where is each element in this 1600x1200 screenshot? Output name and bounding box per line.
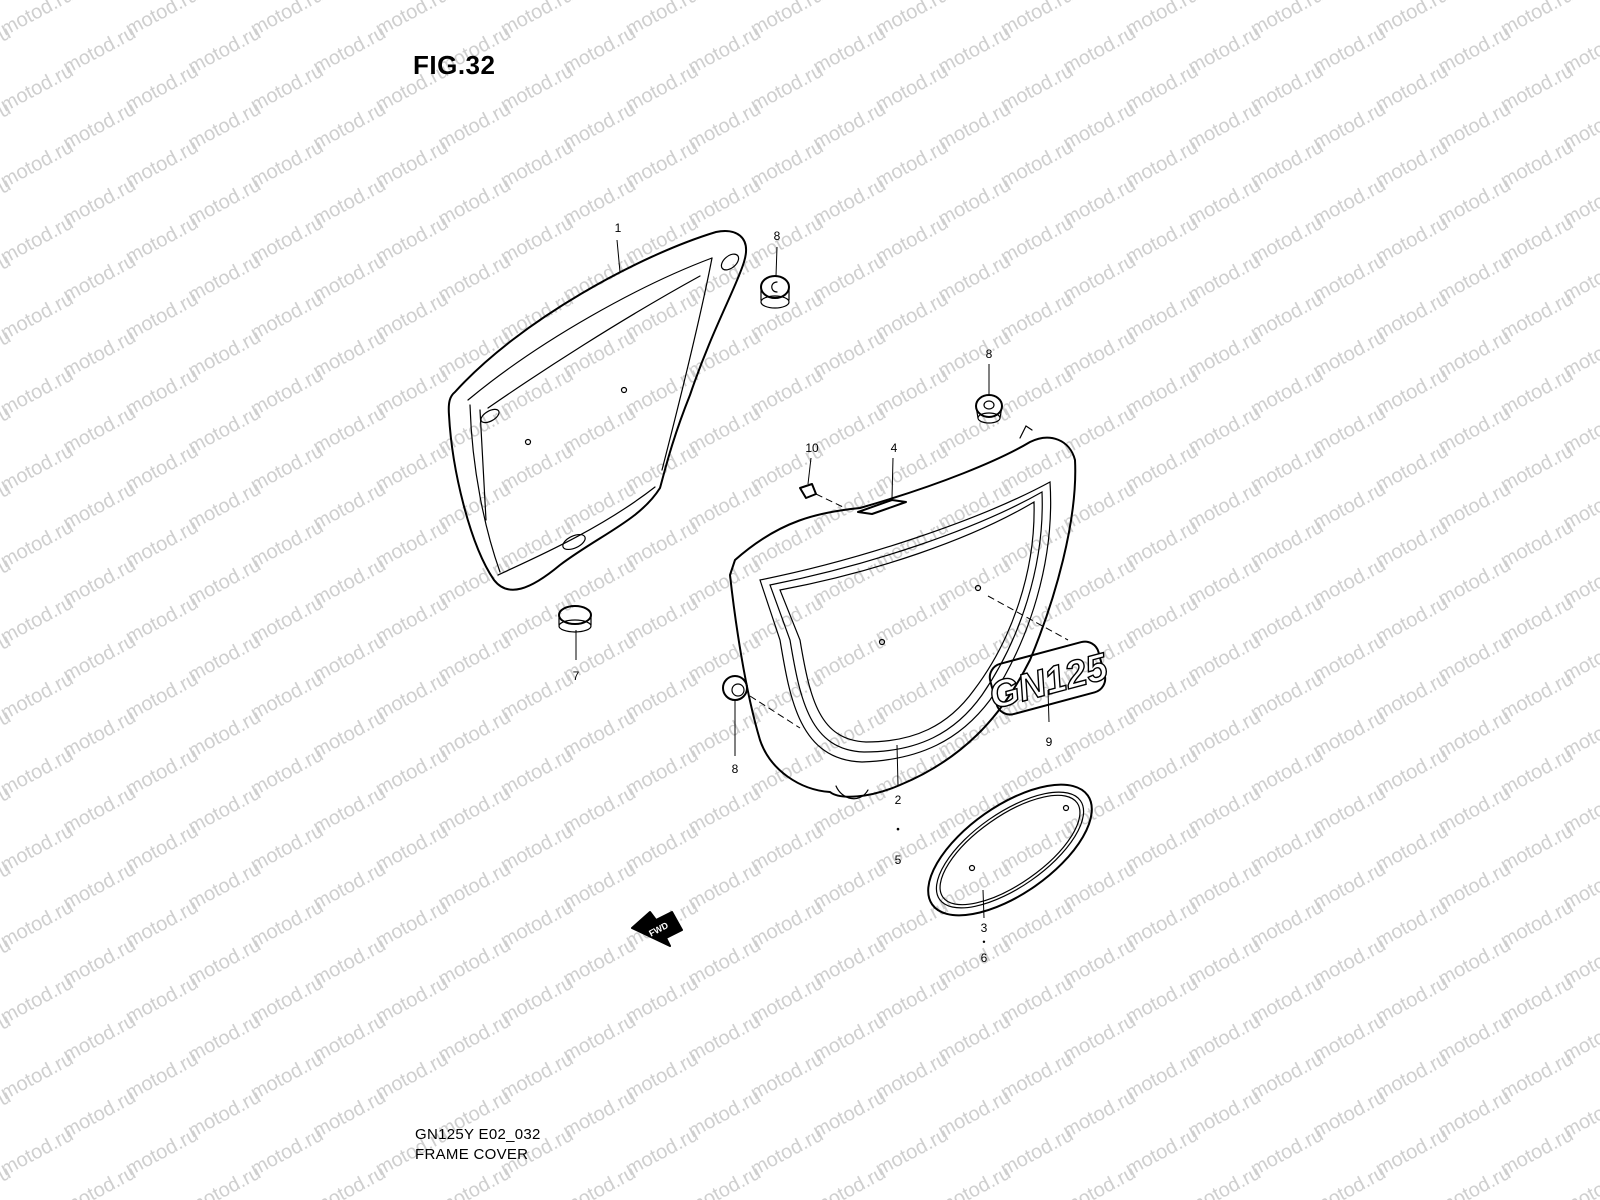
emblem: GN125 — [984, 640, 1114, 718]
fwd-marker: FWD — [631, 911, 683, 947]
callout-8: 8 — [731, 762, 739, 776]
callout-8: 8 — [773, 229, 781, 243]
callout-8: 8 — [985, 347, 993, 361]
callout-6: 6 — [980, 951, 988, 965]
callout-7: 7 — [572, 669, 580, 683]
arrow-left-icon — [631, 911, 683, 947]
callout-9: 9 — [1045, 735, 1053, 749]
callout-3: 3 — [980, 921, 988, 935]
callout-separator: • — [896, 824, 900, 836]
figure-title: FIG.32 — [413, 50, 496, 80]
callout-5: 5 — [894, 853, 902, 867]
left-frame-cover — [447, 230, 747, 591]
oval-seal — [927, 783, 1093, 917]
callout-separator: • — [982, 937, 986, 947]
callout-1: 1 — [614, 221, 622, 235]
callout-4: 4 — [890, 441, 898, 455]
grommet-top-right — [975, 394, 1003, 424]
callout-2: 2 — [894, 793, 902, 807]
grommet-top-left — [760, 275, 790, 309]
top-strip — [857, 499, 907, 515]
section-name: FRAME COVER — [415, 1146, 529, 1163]
clip — [799, 483, 846, 509]
grommet-left-lower — [558, 605, 592, 633]
leader-lines — [575, 239, 1050, 919]
right-frame-cover — [729, 425, 1077, 800]
callout-10: 10 — [805, 441, 819, 455]
model-code: GN125Y E02_032 — [415, 1126, 541, 1143]
